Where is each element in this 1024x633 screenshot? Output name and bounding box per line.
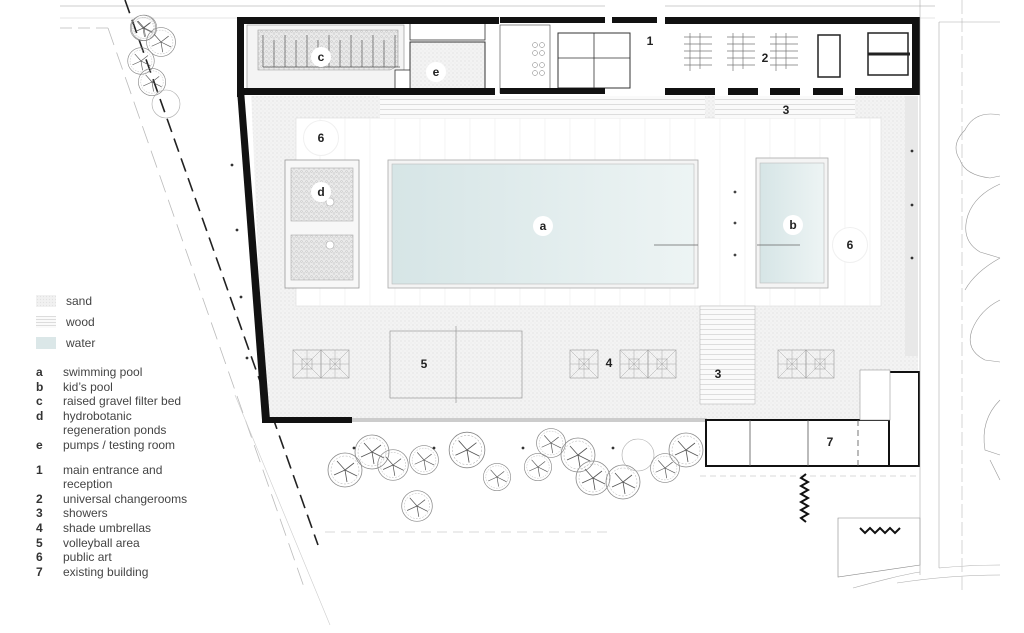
- legend-label: shade umbrellas: [63, 520, 152, 535]
- legend-item: d hydrobotanic: [36, 409, 236, 424]
- legend-code: 6: [36, 550, 43, 565]
- legend-label: swimming pool: [63, 365, 143, 379]
- legend-label: hydrobotanic: [63, 408, 132, 423]
- legend-item: 2 universal changerooms: [36, 492, 236, 507]
- legend: sand wood water a swimming pool b kid’s po…: [36, 290, 236, 579]
- legend-item: c raised gravel filter bed: [36, 394, 236, 409]
- label-main-entrance: 1: [646, 34, 654, 48]
- label-public-art-right: 6: [832, 227, 868, 263]
- legend-item: regeneration ponds: [36, 423, 236, 438]
- legend-label: existing building: [63, 564, 149, 579]
- legend-label: kid’s pool: [63, 379, 113, 394]
- wood-swatch-icon: [36, 315, 56, 328]
- legend-label: raised gravel filter bed: [63, 394, 182, 409]
- legend-label: public art: [63, 550, 112, 565]
- legend-code: c: [36, 394, 43, 409]
- legend-item: 4 shade umbrellas: [36, 521, 236, 536]
- label-showers-bottom: 3: [714, 367, 722, 381]
- legend-code: [36, 477, 63, 492]
- water-swatch-icon: [36, 336, 56, 349]
- legend-code: 7: [36, 564, 43, 579]
- legend-code: b: [36, 379, 44, 394]
- label-public-art-left: 6: [303, 120, 339, 156]
- legend-code: 1: [36, 462, 43, 477]
- label-existing-building: 7: [826, 435, 834, 449]
- label-shade-umbrellas: 4: [605, 356, 613, 370]
- legend-code: e: [36, 437, 43, 452]
- legend-item: 3 showers: [36, 506, 236, 521]
- legend-item: a swimming pool: [36, 365, 236, 380]
- legend-label: pumps / testing room: [63, 437, 176, 452]
- legend-item: reception: [36, 477, 236, 492]
- label-volleyball-area: 5: [420, 357, 428, 371]
- label-showers-top: 3: [782, 103, 790, 117]
- legend-code: d: [36, 408, 44, 423]
- label-pumps-testing-room: e: [426, 62, 446, 82]
- legend-item: 7 existing building: [36, 565, 236, 580]
- legend-label: universal changerooms: [63, 491, 188, 506]
- label-hydrobotanic-ponds: d: [311, 182, 331, 202]
- legend-code: 2: [36, 491, 43, 506]
- legend-label: reception: [63, 477, 113, 492]
- legend-material-wood: wood: [36, 311, 236, 332]
- legend-label: regeneration ponds: [63, 423, 167, 438]
- legend-code: 3: [36, 506, 43, 521]
- legend-item: 5 volleyball area: [36, 536, 236, 551]
- legend-code: 4: [36, 520, 43, 535]
- legend-code: a: [36, 365, 43, 379]
- legend-material-water: water: [36, 332, 236, 353]
- legend-material-sand: sand: [36, 290, 236, 311]
- legend-label: showers: [63, 506, 108, 521]
- legend-material-label: wood: [66, 314, 95, 329]
- sand-swatch-icon: [36, 294, 56, 307]
- legend-item: 1 main entrance and: [36, 463, 236, 478]
- legend-material-label: water: [66, 335, 96, 350]
- legend-item: e pumps / testing room: [36, 438, 236, 453]
- legend-item: 6 public art: [36, 550, 236, 565]
- legend-material-label: sand: [66, 293, 93, 308]
- legend-item: b kid’s pool: [36, 380, 236, 395]
- label-swimming-pool: a: [533, 216, 553, 236]
- legend-code: [36, 423, 63, 438]
- label-kids-pool: b: [783, 215, 803, 235]
- legend-label: main entrance and: [63, 462, 163, 477]
- legend-code: 5: [36, 535, 43, 550]
- label-raised-gravel-filter-bed: c: [311, 47, 331, 67]
- legend-label: volleyball area: [63, 535, 140, 550]
- label-changerooms: 2: [761, 51, 769, 65]
